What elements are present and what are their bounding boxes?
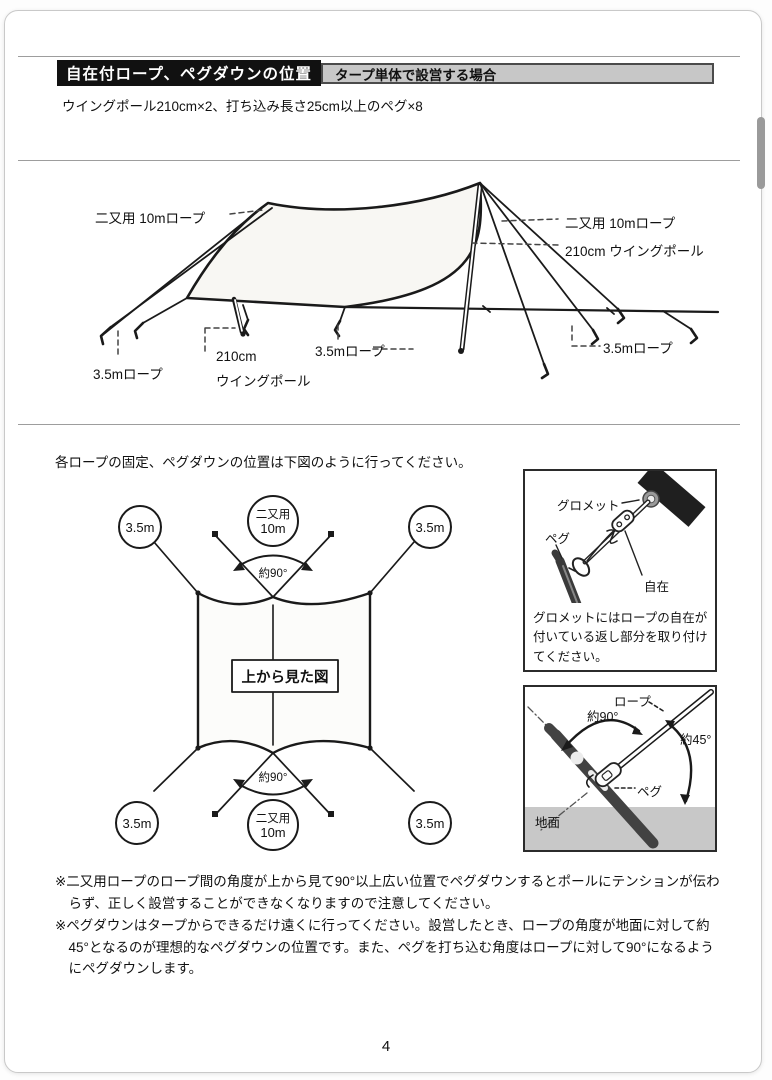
rope-hook: [571, 557, 591, 577]
tarp-label-right-rope: 二又用 10mロープ: [565, 216, 676, 231]
circle-10m-label-line2: 10m: [260, 521, 285, 536]
angle-90-label: 約90°: [587, 710, 619, 724]
peg-circles: [115, 495, 452, 851]
peg-label: ペグ: [637, 785, 663, 799]
tarp-label-bottom-pole-line1: 210cm: [216, 349, 257, 364]
divider-header: [18, 160, 740, 161]
tarp-back-hem: [343, 305, 720, 314]
section-tag: タープ単体で設営する場合: [321, 63, 714, 84]
angle-45-label: 約45°: [680, 733, 712, 747]
angle-arcs: [563, 718, 693, 803]
tarp-label-right-pole: 210cm ウイングポール: [565, 244, 704, 259]
section-title: 自在付ロープ、ペグダウンの位置: [57, 60, 321, 86]
ground-label: 地面: [535, 816, 561, 830]
top-view-diagram: 3.5m 3.5m 3.5m 3.5m 二又用 10m 二又用 10m 約90°…: [115, 495, 452, 851]
angle-arcs: [241, 554, 305, 796]
circle-10m-label-line1: 二又用: [256, 508, 291, 521]
equipment-requirements: ウイングポール210cm×2、打ち込み長さ25cm以上のペグ×8: [62, 99, 423, 114]
angle-90-label: 約90°: [259, 566, 288, 580]
note-item: ※ペグダウンはタープからできるだけ遠くに行ってください。設営したとき、ロープの角…: [55, 917, 714, 977]
circle-10m-label-line1: 二又用: [256, 812, 291, 825]
angle-90-label: 約90°: [259, 770, 288, 784]
left-wing-pole: [231, 296, 246, 337]
circle-35m-label: 3.5m: [123, 816, 152, 831]
label-leaders: [117, 209, 601, 358]
peg-angle-panel: ロープ 約90° 約45° ペグ 地面: [523, 685, 717, 852]
top-view-ropes: [153, 534, 415, 816]
instruction-text: 各ロープの固定、ペグダウンの位置は下図のように行ってください。: [55, 455, 472, 470]
right-wing-pole: [458, 182, 483, 354]
tarp-strap: [637, 471, 706, 527]
top-view-title: 上から見た図: [242, 669, 329, 686]
rope-label: ロープ: [614, 695, 651, 709]
guy-ropes: [104, 182, 692, 365]
top-view-title-box: [231, 659, 339, 693]
scrollbar-thumb[interactable]: [757, 117, 765, 189]
tarp-label-bottom-pole-line2: ウイングポール: [216, 374, 311, 389]
divider-diagram: [18, 424, 740, 425]
tarp-canopy: [185, 181, 483, 309]
grommet-label: グロメット: [557, 499, 620, 513]
circle-35m-label: 3.5m: [416, 520, 445, 535]
peg-angle-illustration: [525, 689, 715, 850]
tarp-label-center-rope: 3.5mロープ: [315, 344, 385, 359]
circle-10m-label-line2: 10m: [260, 825, 285, 840]
circle-35m-label: 3.5m: [416, 816, 445, 831]
tarp-label-left-rope: 二又用 10mロープ: [95, 211, 206, 226]
adjuster-label: 自在: [644, 580, 670, 594]
notes-section: ※二又用ロープのロープ間の角度が上から見て90°以上広い位置でペグダウンするとポ…: [55, 871, 725, 980]
tarp-label-right-rope-short: 3.5mロープ: [603, 341, 673, 356]
page-number: 4: [381, 1038, 391, 1055]
rope-adjuster: [611, 509, 635, 533]
grommet-detail-panel: グロメット ペグ 自在 グロメットにはロープの自在が付いている返し部分を取り付け…: [523, 469, 717, 672]
circle-35m-label: 3.5m: [126, 520, 155, 535]
tarp-setup-illustration: [99, 181, 720, 380]
tarp-label-bottom-left-rope: 3.5mロープ: [93, 367, 163, 382]
divider-top: [18, 56, 740, 57]
note-item: ※二又用ロープのロープ間の角度が上から見て90°以上広い位置でペグダウンするとポ…: [55, 874, 720, 911]
grommet-caption: グロメットにはロープの自在が付いている返し部分を取り付けてください。: [533, 611, 708, 664]
grommet-illustration: [551, 471, 706, 603]
peg-label: ペグ: [545, 532, 571, 546]
pegs: [99, 307, 699, 380]
rope-adjuster: [594, 762, 622, 788]
